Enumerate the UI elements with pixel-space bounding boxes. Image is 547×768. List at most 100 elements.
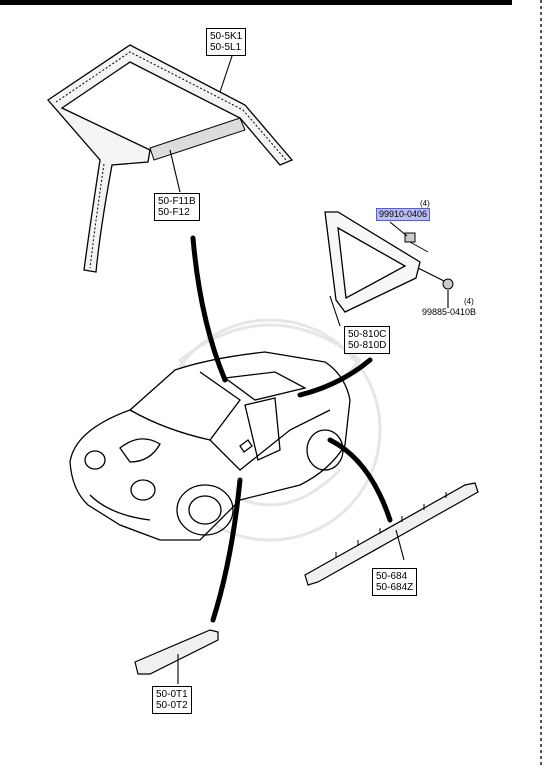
callout-side-sill-garnish[interactable]: 50-684 50-684Z (372, 568, 418, 596)
window-nut-icon (404, 232, 429, 253)
edge-dash (540, 486, 542, 489)
edge-dash (540, 648, 542, 651)
edge-dash (540, 702, 542, 705)
pointer-strokes (190, 235, 393, 623)
edge-dash (540, 240, 542, 243)
edge-dash (540, 606, 542, 609)
edge-dash (540, 636, 542, 639)
callout-roof-weatherstrip[interactable]: 50-5K1 50-5L1 (206, 28, 247, 56)
edge-dash (540, 600, 542, 603)
edge-dash (540, 438, 542, 441)
edge-dash (540, 330, 542, 333)
edge-dash (540, 492, 542, 495)
edge-dash (540, 210, 542, 213)
edge-dash (540, 390, 542, 393)
edge-dash (540, 198, 542, 201)
edge-dash (540, 54, 542, 57)
edge-dash (540, 354, 542, 357)
edge-dash (540, 582, 542, 585)
edge-dash (540, 186, 542, 189)
screw-quantity: (4) (464, 297, 474, 306)
edge-dash (540, 450, 542, 453)
edge-dash (540, 468, 542, 471)
edge-dash (540, 672, 542, 675)
side-sill-garnish-part (304, 482, 479, 586)
part-number: 50-810D (348, 340, 387, 351)
edge-dash (540, 654, 542, 657)
part-number: 50-0T2 (156, 700, 188, 711)
edge-dash (540, 372, 542, 375)
edge-dash (540, 324, 542, 327)
edge-dash (540, 222, 542, 225)
part-number: 50-810C (348, 329, 387, 340)
edge-dash (540, 504, 542, 507)
edge-dash (540, 552, 542, 555)
edge-dash (540, 540, 542, 543)
edge-dash (540, 174, 542, 177)
callout-front-sill-garnish[interactable]: 50-0T1 50-0T2 (152, 686, 192, 714)
edge-dash (540, 678, 542, 681)
edge-dash (540, 48, 542, 51)
edge-dash (540, 498, 542, 501)
callout-side-seal[interactable]: 50-F11B 50-F12 (154, 193, 200, 221)
edge-dash (540, 642, 542, 645)
edge-dash (540, 408, 542, 411)
edge-dash (540, 528, 542, 531)
part-number: 50-5K1 (210, 31, 243, 42)
edge-dash (540, 6, 542, 9)
nut-part-number-highlight[interactable]: 99910-0406 (376, 208, 431, 221)
screw-part-number[interactable]: 99885-0410B (422, 307, 477, 317)
callout-quarter-window[interactable]: 50-810C 50-810D (344, 326, 391, 354)
edge-dash (540, 510, 542, 513)
edge-dash (540, 732, 542, 735)
edge-dash (540, 348, 542, 351)
car-illustration (69, 351, 351, 541)
edge-dash (540, 480, 542, 483)
edge-dash (540, 252, 542, 255)
edge-dash (540, 384, 542, 387)
window-screw-icon (417, 267, 454, 290)
edge-dash (540, 288, 542, 291)
part-number: 50-0T1 (156, 689, 188, 700)
edge-dash (540, 282, 542, 285)
edge-dash (540, 738, 542, 741)
edge-dash (540, 444, 542, 447)
edge-dash (540, 84, 542, 87)
edge-dash (540, 756, 542, 759)
edge-dash (540, 192, 542, 195)
edge-dash (540, 246, 542, 249)
edge-dash (540, 576, 542, 579)
edge-dash (540, 78, 542, 81)
edge-dash (540, 306, 542, 309)
edge-dash (540, 618, 542, 621)
edge-dash (540, 726, 542, 729)
edge-dash (540, 30, 542, 33)
edge-dash (540, 138, 542, 141)
edge-dash (540, 114, 542, 117)
edge-dash (540, 426, 542, 429)
roof-weatherstrip-part (47, 44, 294, 273)
page-edge-rule (537, 0, 545, 768)
edge-dash (540, 36, 542, 39)
edge-dash (540, 456, 542, 459)
edge-dash (540, 690, 542, 693)
edge-dash (540, 696, 542, 699)
edge-dash (540, 120, 542, 123)
edge-dash (540, 126, 542, 129)
edge-dash (540, 42, 542, 45)
edge-dash (540, 414, 542, 417)
edge-dash (540, 312, 542, 315)
edge-dash (540, 630, 542, 633)
edge-dash (540, 558, 542, 561)
part-number: 50-F11B (158, 196, 196, 207)
edge-dash (540, 534, 542, 537)
nut-quantity: (4) (420, 199, 430, 208)
edge-dash (540, 396, 542, 399)
edge-dash (540, 216, 542, 219)
edge-dash (540, 72, 542, 75)
edge-dash (540, 360, 542, 363)
edge-dash (540, 258, 542, 261)
edge-dash (540, 714, 542, 717)
edge-dash (540, 156, 542, 159)
edge-dash (540, 300, 542, 303)
